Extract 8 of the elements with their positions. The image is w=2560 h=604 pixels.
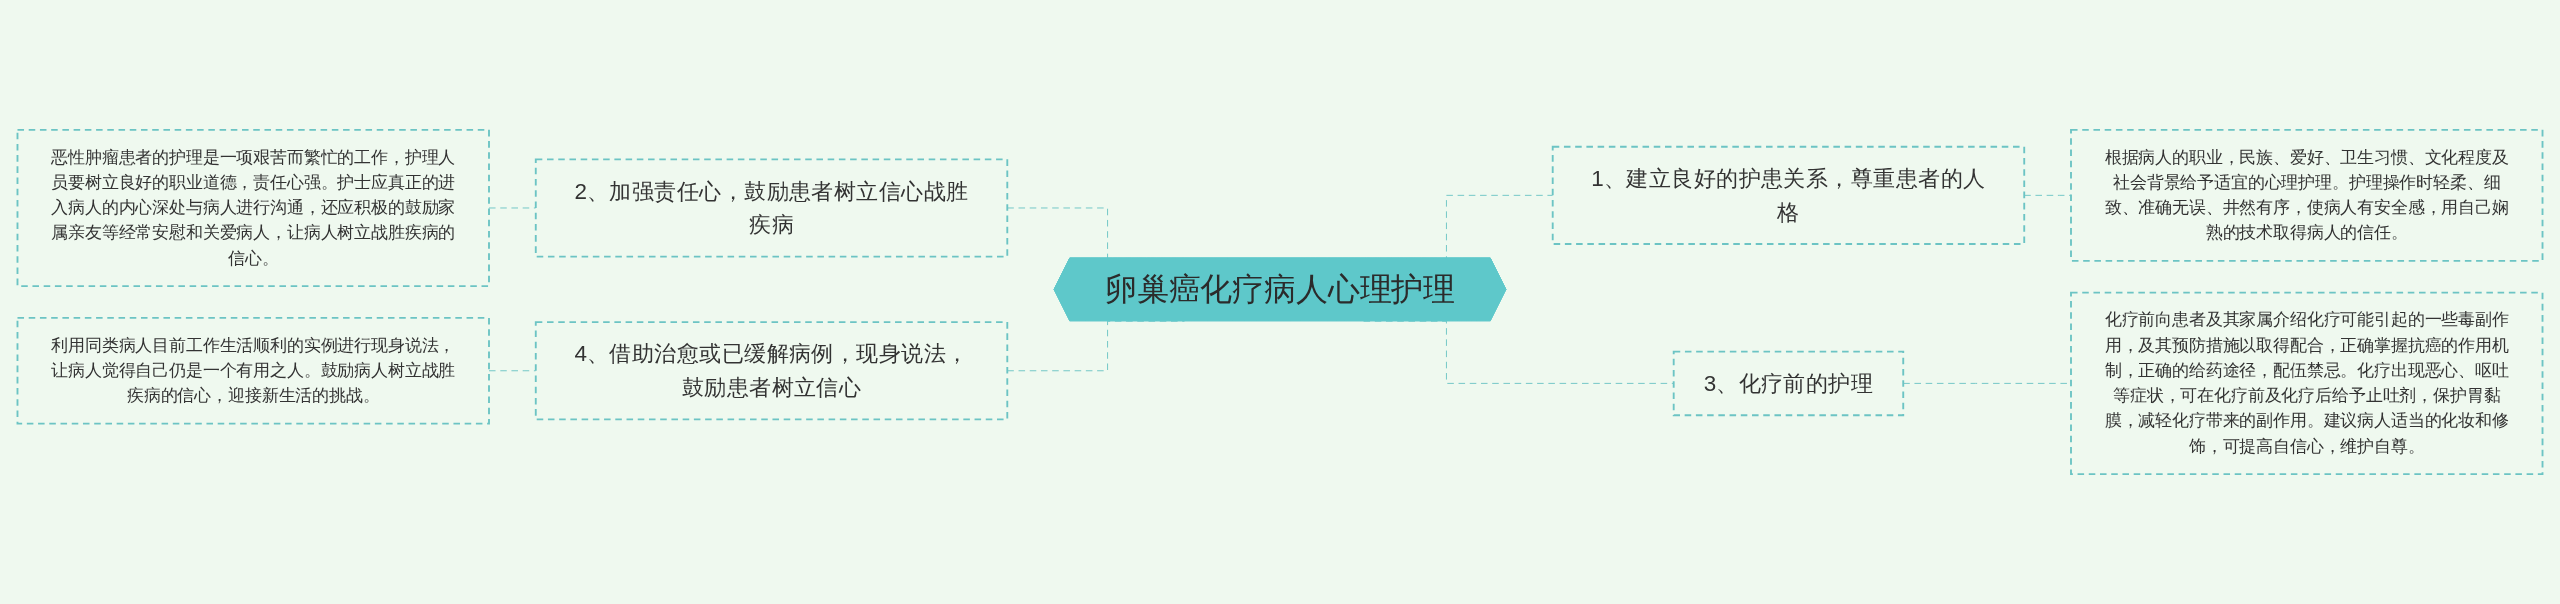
node-box: 3、化疗前的护理	[1672, 350, 1905, 417]
node-box: 1、建立良好的护患关系，尊重患者的人格	[1551, 145, 2026, 245]
node-box: 利用同类病人目前工作生活顺利的实例进行现身说法，让病人觉得自己仍是一个有用之人。鼓励病人树立战胜疾病的信心，迎接新生活的挑战。	[16, 316, 490, 425]
node-box: 4、借助治愈或已缓解病例，现身说法，鼓励患者树立信心	[534, 321, 1009, 421]
node-box: 化疗前向患者及其家属介绍化疗可能引起的一些毒副作用，及其预防措施以取得配合，正确掌握抗癌的作用机制，正确的给药途径，配伍禁忌。化疗出现恶心、呕吐等症状，可在化疗前及化疗后给予止吐剂，保护胃黏膜，减轻化疗带来的副作用。建议病人适当的化妆和修饰，可提高自信心，维护自尊。	[2070, 291, 2544, 476]
node-box: 根据病人的职业，民族、爱好、卫生习惯、文化程度及社会背景给予适宜的心理护理。护理操作时轻柔、细致、准确无误、井然有序，使病人有安全感，用自己娴熟的技术取得病人的信任。	[2070, 128, 2544, 262]
node-box: 恶性肿瘤患者的护理是一项艰苦而繁忙的工作，护理人员要树立良好的职业道德，责任心强。护士应真正的进入病人的内心深处与病人进行沟通，还应积极的鼓励家属亲友等经常安慰和关爱病人，让病人树立战胜疾病的信心。	[16, 128, 490, 288]
node-box: 2、加强责任心，鼓励患者树立信心战胜疾病	[534, 158, 1009, 258]
